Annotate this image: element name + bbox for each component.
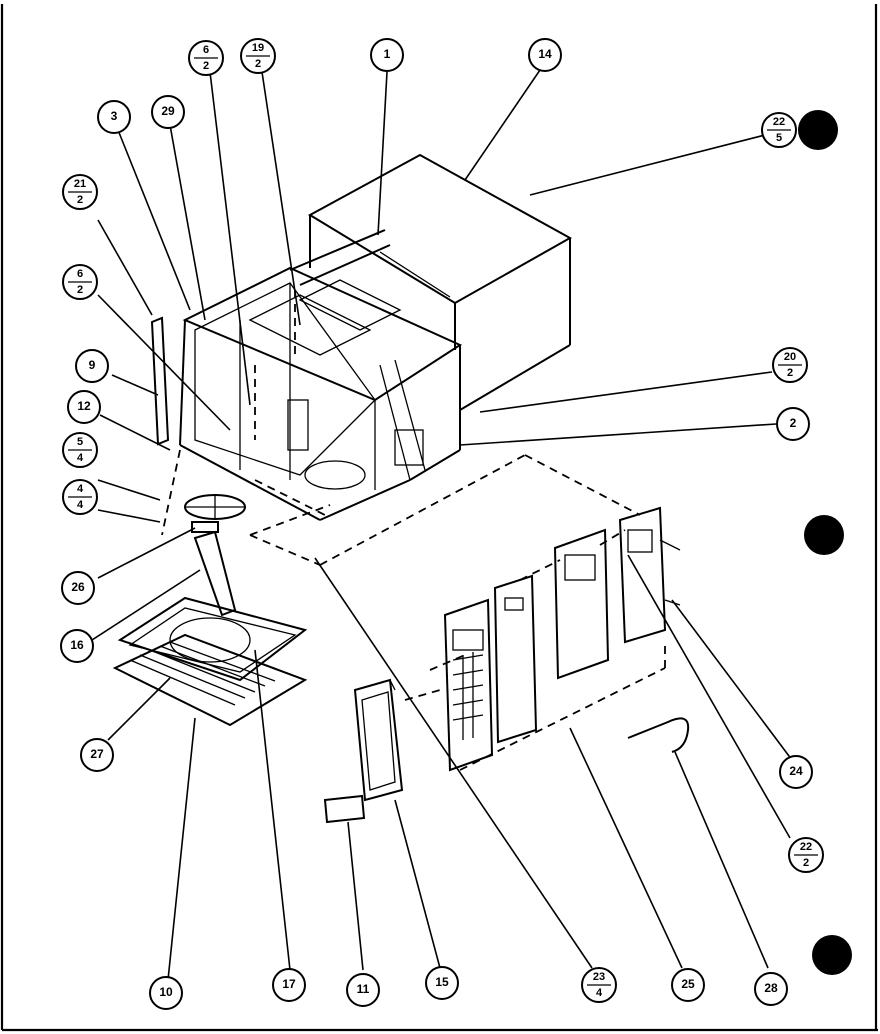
callout-4-4-num: 4	[77, 483, 84, 495]
callout-5-4: 5 4	[62, 432, 98, 468]
base-plate-assembly	[112, 596, 308, 727]
stirrer-assembly	[184, 494, 246, 533]
hinge-strip	[150, 316, 170, 446]
callout-22-2: 22 2	[788, 837, 824, 873]
outer-cabinet	[307, 153, 573, 411]
callout-22-5-num: 22	[773, 116, 785, 128]
callout-26: 26	[61, 571, 95, 605]
callout-3-label: 3	[111, 109, 118, 123]
callout-25: 25	[671, 968, 705, 1002]
callout-20-2: 20 2	[772, 347, 808, 383]
callout-1-label: 1	[384, 47, 391, 61]
callout-24: 24	[779, 755, 813, 789]
projection-lines	[161, 290, 666, 771]
binder-hole-bottom	[812, 935, 852, 975]
callout-29-label: 29	[161, 104, 175, 118]
callout-10: 10	[149, 976, 183, 1010]
callout-22-2-num: 22	[800, 841, 812, 853]
callout-17-label: 17	[282, 977, 296, 991]
callout-12: 12	[67, 390, 101, 424]
binder-hole-middle	[804, 515, 844, 555]
callout-26-label: 26	[71, 580, 85, 594]
callout-23-4: 23 4	[581, 967, 617, 1003]
callout-25-label: 25	[681, 977, 695, 991]
binder-hole-top	[798, 110, 838, 150]
callout-19-2-den: 2	[255, 58, 261, 70]
callout-6-2-top: 6 2	[188, 40, 224, 76]
callout-23-4-num: 23	[593, 971, 605, 983]
callout-15: 15	[425, 966, 459, 1000]
callout-22-2-den: 2	[803, 857, 809, 869]
binder-holes	[798, 110, 852, 975]
callout-29: 29	[151, 95, 185, 129]
door-badge	[323, 794, 366, 824]
antenna-waveguide	[193, 530, 237, 617]
callout-16: 16	[60, 629, 94, 663]
callout-21-2-num: 21	[74, 178, 86, 190]
callout-15-label: 15	[435, 975, 449, 989]
oven-door	[353, 678, 404, 802]
callout-11-label: 11	[357, 982, 370, 996]
callout-5-4-den: 4	[77, 452, 84, 464]
callout-5-4-num: 5	[77, 436, 83, 448]
leader-lines	[91, 69, 793, 981]
keypad-grid	[452, 652, 484, 740]
callout-28: 28	[754, 972, 788, 1006]
callout-16-label: 16	[70, 638, 84, 652]
callout-4-4: 4 4	[62, 479, 98, 515]
callout-2: 2	[776, 407, 810, 441]
callout-2-label: 2	[790, 416, 797, 430]
callout-6-2-left: 6 2	[62, 264, 98, 300]
power-cord	[627, 717, 690, 753]
page-border	[0, 4, 878, 1032]
callout-27-label: 27	[90, 747, 104, 761]
callout-19-2-num: 19	[252, 42, 264, 54]
callout-6-2-top-num: 6	[203, 44, 209, 56]
callout-17: 17	[272, 968, 306, 1002]
callout-4-4-den: 4	[77, 499, 84, 511]
callout-22-5: 22 5	[761, 112, 797, 148]
oven-cavity-chassis	[179, 229, 463, 521]
callout-10-label: 10	[159, 985, 173, 999]
callout-14-label: 14	[538, 47, 552, 61]
callout-6-2-top-den: 2	[203, 60, 209, 72]
callout-19-2: 19 2	[240, 38, 276, 74]
callout-9-label: 9	[89, 358, 96, 372]
callout-12-label: 12	[77, 399, 91, 413]
callout-24-label: 24	[789, 764, 803, 778]
callout-14: 14	[528, 38, 562, 72]
callout-20-2-den: 2	[787, 367, 793, 379]
callout-6-2-left-den: 2	[77, 284, 83, 296]
callout-6-2-left-num: 6	[77, 268, 83, 280]
callout-23-4-den: 4	[596, 987, 603, 999]
callout-21-2: 21 2	[62, 174, 98, 210]
callout-27: 27	[80, 738, 114, 772]
callout-1: 1	[370, 38, 404, 72]
callout-28-label: 28	[764, 981, 778, 995]
callout-21-2-den: 2	[77, 194, 83, 206]
callout-11: 11	[346, 973, 380, 1007]
callout-3: 3	[97, 100, 131, 134]
callout-9: 9	[75, 349, 109, 383]
callout-22-5-den: 5	[776, 132, 782, 144]
callout-20-2-num: 20	[784, 351, 796, 363]
